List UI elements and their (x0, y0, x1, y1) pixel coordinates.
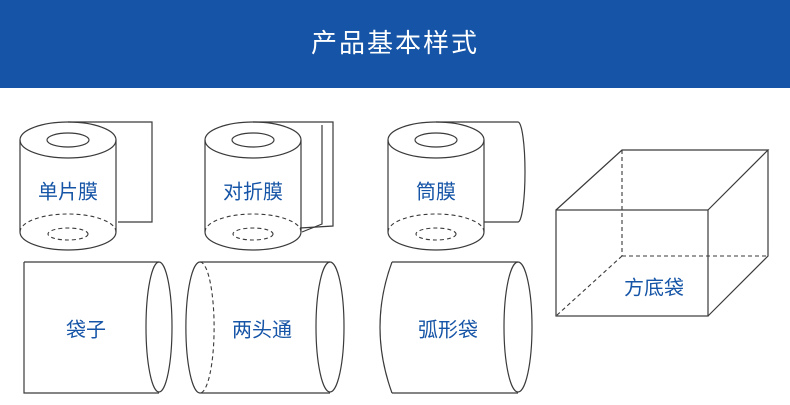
tube-film-roll-illustration (387, 121, 526, 251)
folded-film-roll-illustration (204, 121, 334, 251)
single-sheet-roll-illustration (19, 121, 153, 251)
label-single-sheet: 单片膜 (38, 179, 98, 204)
open-both-ends-illustration (185, 261, 345, 394)
label-folded-film: 对折膜 (223, 179, 283, 204)
label-bag: 袋子 (66, 317, 106, 342)
header-banner: 产品基本样式 (0, 0, 790, 88)
page-title: 产品基本样式 (310, 29, 479, 59)
label-square-bottom-bag: 方底袋 (624, 275, 684, 300)
label-open-both-ends: 两头通 (232, 317, 292, 342)
arc-bag-illustration (379, 261, 533, 394)
square-bottom-bag-illustration (555, 149, 770, 317)
label-tube-film: 筒膜 (416, 179, 456, 204)
bag-illustration (23, 261, 173, 394)
label-arc-bag: 弧形袋 (418, 317, 478, 342)
